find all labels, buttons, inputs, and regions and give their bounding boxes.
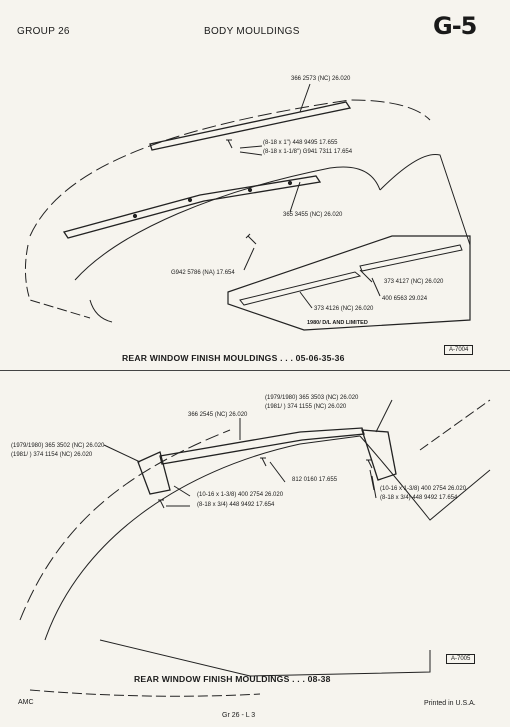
roof-outline	[29, 99, 431, 237]
part-label: G942 5786 (NA) 17.654	[171, 270, 235, 276]
window-outline	[74, 166, 381, 281]
part-label: 366 2573 (NC) 26.020	[291, 76, 351, 82]
rear-window-outline	[44, 435, 361, 641]
part-label: 366 2545 (NC) 26.020	[188, 412, 248, 418]
screw-1	[226, 139, 233, 149]
part-label: (10-16 x 1-3/8) 400 2754 26.020	[197, 492, 284, 498]
left-end-cap	[137, 451, 171, 495]
part-label: (8-18 x 3/4) 448 9492 17.654	[197, 502, 275, 508]
page-code: G-5	[433, 12, 477, 40]
footer-right: Printed in U.S.A.	[424, 700, 476, 707]
quarter-outline	[359, 435, 491, 521]
group-label: GROUP 26	[17, 26, 70, 37]
screw-2	[245, 233, 257, 245]
section-divider	[0, 370, 510, 371]
part-label: (10-16 x 1-3/8) 400 2754 26.020	[380, 486, 467, 492]
part-label: (1981/ ) 374 1154 (NC) 26.020	[11, 452, 93, 458]
trunk-edge	[89, 299, 113, 323]
part-label: (1981/ ) 374 1155 (NC) 26.020	[265, 404, 347, 410]
pillar-outline	[379, 153, 471, 246]
page-title: BODY MOULDINGS	[204, 26, 300, 37]
figure2-caption: REAR WINDOW FINISH MOULDINGS . . . 08-38	[134, 674, 331, 684]
inset-moulding-left	[239, 271, 362, 306]
part-label: (1979/1980) 365 3502 (NC) 26.020	[11, 443, 105, 449]
upper-finish-moulding	[159, 427, 365, 465]
figure2-ref: A-7005	[446, 654, 476, 664]
part-label: (8-18 x 3/4) 448 9492 17.654	[380, 495, 458, 501]
inset-moulding-right	[359, 244, 463, 272]
figure1-caption: REAR WINDOW FINISH MOULDINGS . . . 05-06…	[122, 353, 345, 363]
part-label: 400 6563 29.024	[382, 296, 428, 302]
part-label: 373 4126 (NC) 26.020	[314, 306, 374, 312]
inset-box	[227, 235, 471, 331]
figure1-ref: A-7004	[444, 345, 474, 355]
part-label: (8-18 x 1") 448 9495 17.655	[263, 140, 338, 146]
deck-outline	[99, 639, 431, 677]
part-label: (8-18 x 1-1/8") G941 7311 17.654	[263, 149, 353, 155]
part-label: (1979/1980) 365 3503 (NC) 26.020	[265, 395, 359, 401]
trunk-outline	[24, 244, 91, 319]
part-label: 365 3455 (NC) 26.020	[283, 212, 343, 218]
part-label: 373 4127 (NC) 26.020	[384, 279, 444, 285]
inset-note: 1980/ D/L AND LIMITED	[307, 320, 368, 326]
screw-3	[260, 457, 267, 467]
footer-center: Gr 26 - L 3	[222, 712, 256, 719]
part-label: 812 0160 17.655	[292, 477, 338, 483]
footer-left: AMC	[18, 699, 34, 706]
lower-moulding	[62, 175, 322, 239]
right-end-cap	[361, 429, 397, 481]
